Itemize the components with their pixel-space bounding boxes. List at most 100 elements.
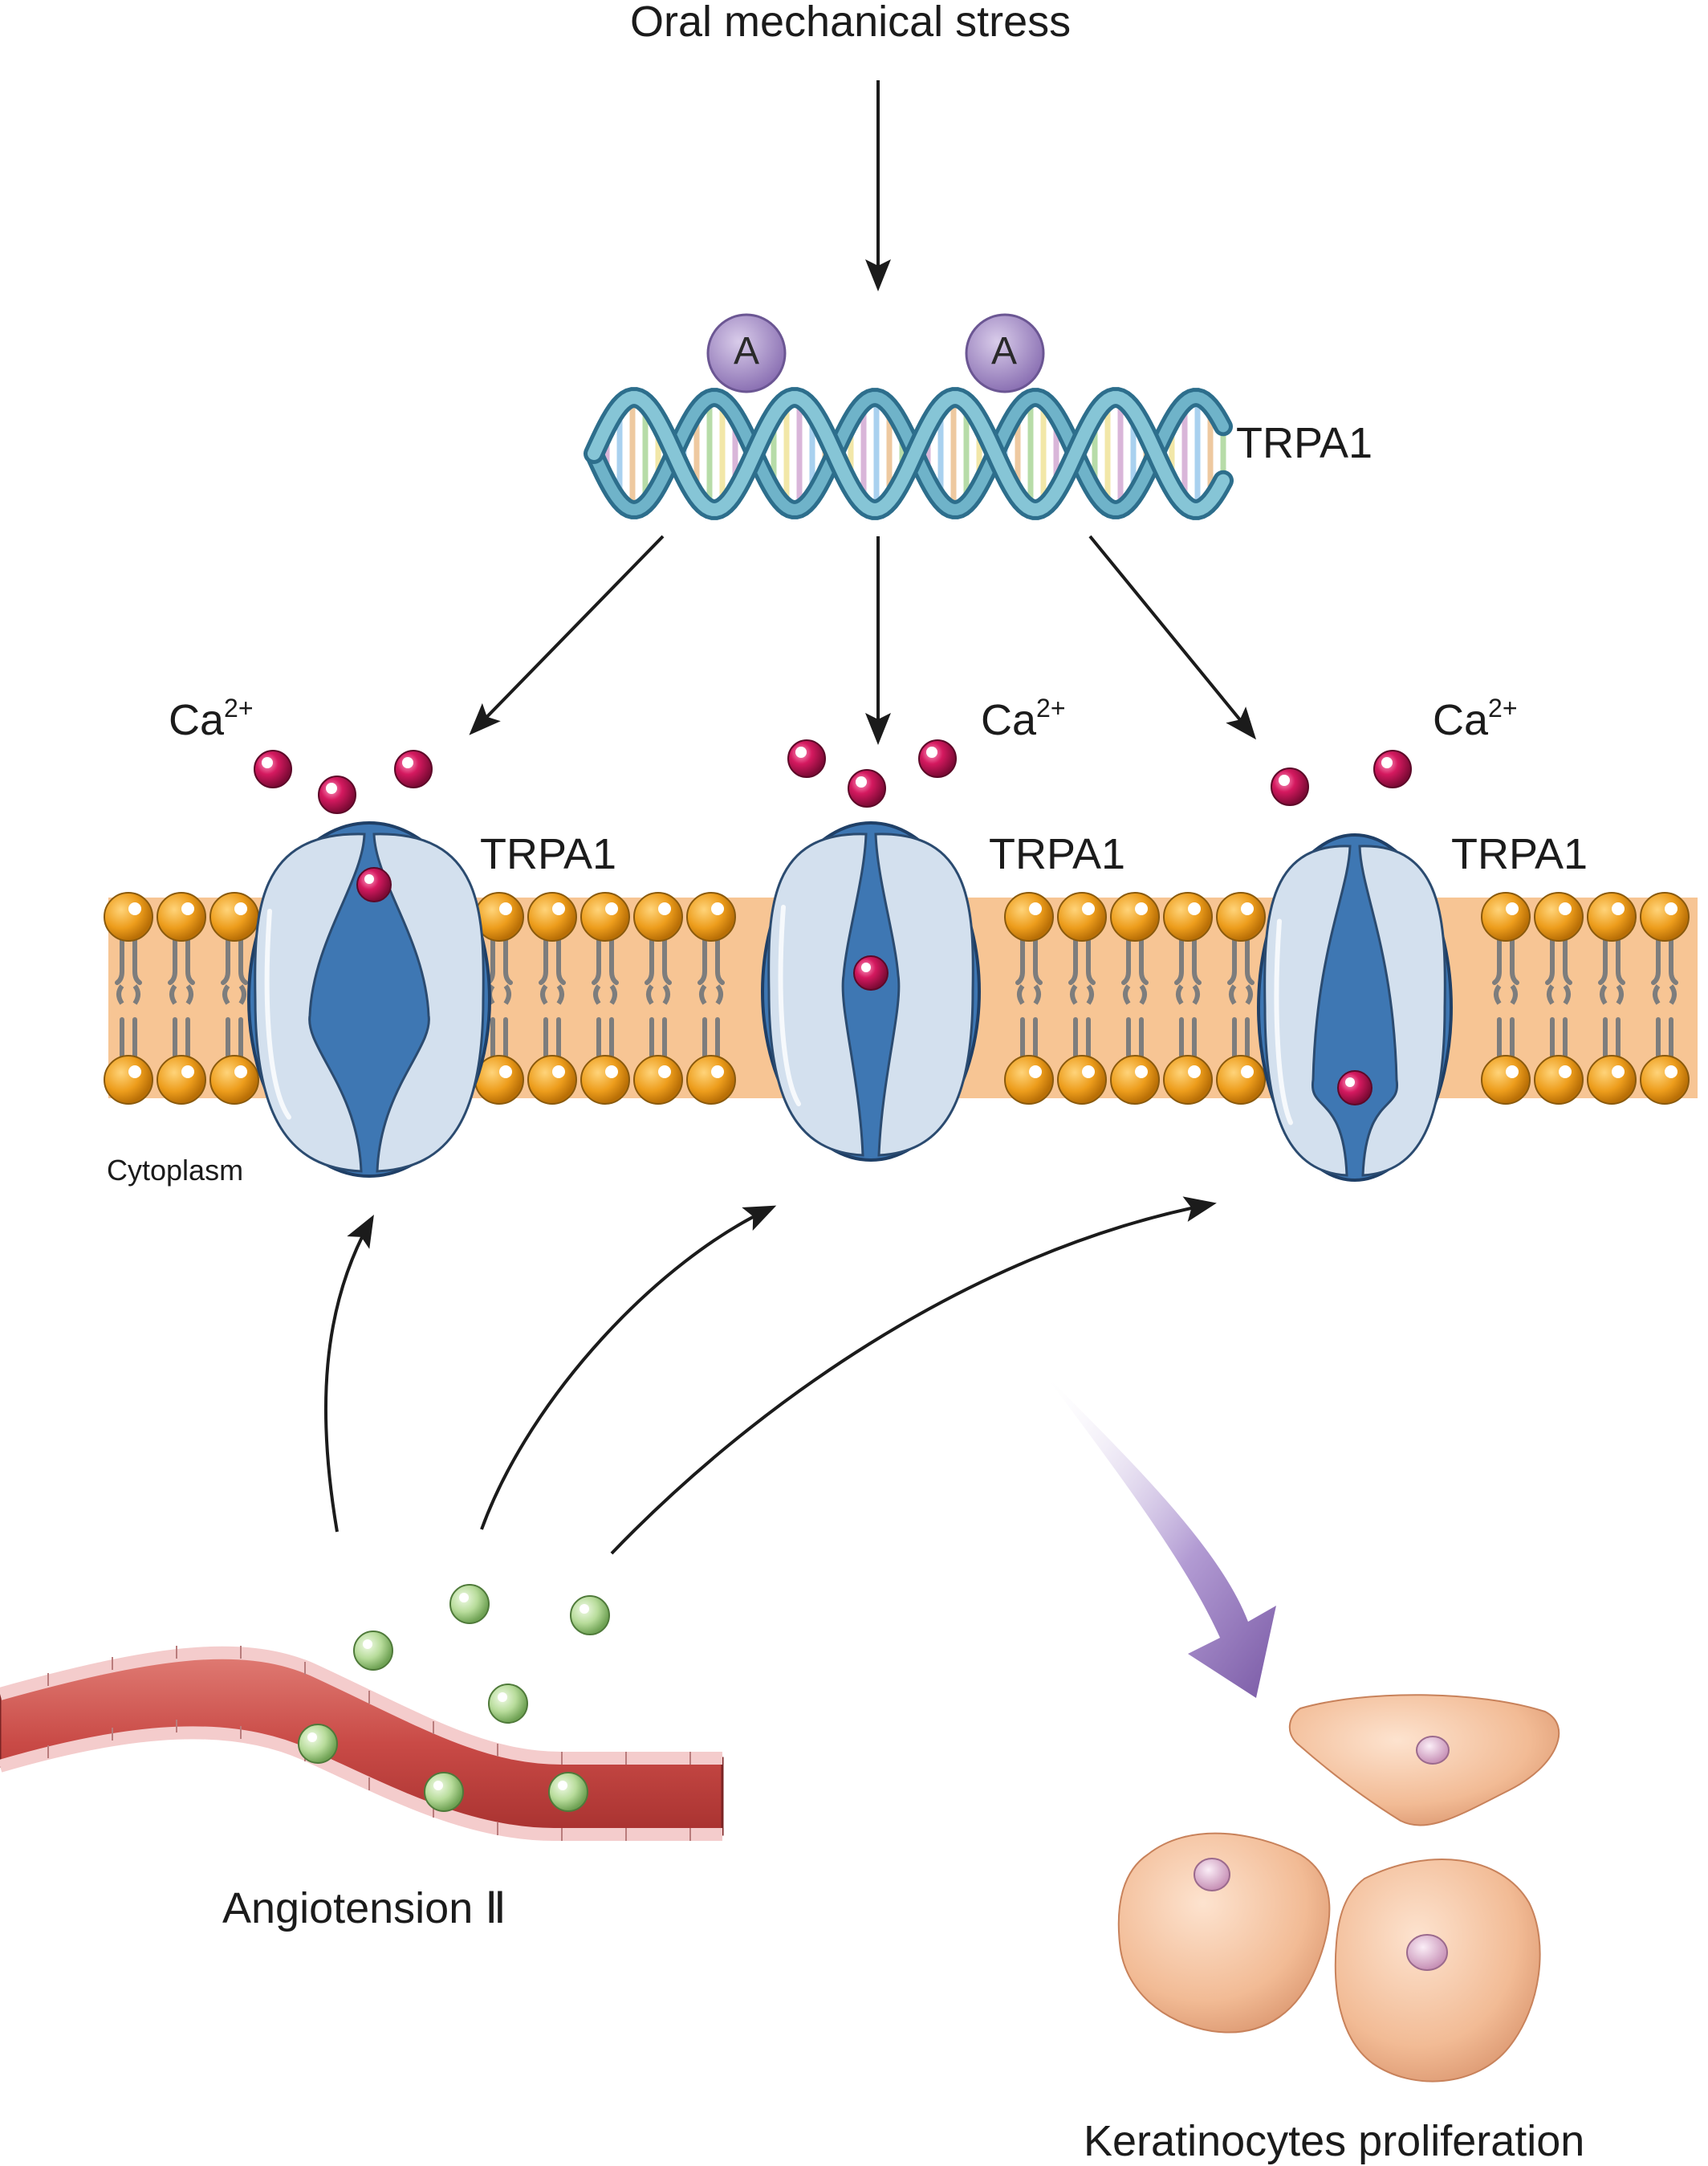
lipid-head-bottom (1216, 1055, 1266, 1105)
trpa1-channel-2-subunit-left (767, 833, 868, 1157)
trpa1-channel-3 (1257, 833, 1453, 1182)
lipid-head-top (1057, 892, 1107, 942)
angiotensin-molecule (449, 1584, 490, 1624)
trpa1-channel-2-calcium-ion-shine (861, 963, 871, 972)
lipid-tail-kink (1070, 984, 1094, 1005)
lipid-head-highlight (499, 902, 512, 915)
lipid-head-highlight (1665, 1065, 1678, 1078)
blood-vessel (0, 1646, 724, 1841)
lipid-tail-kink (1494, 984, 1518, 1005)
calcium-ion-shine (402, 757, 413, 768)
angiotensin-molecule-shine (459, 1593, 469, 1602)
lipid-tail (1492, 929, 1519, 1064)
trpa1-channel-2 (761, 821, 981, 1162)
trpa1-channel-1-subunit-left (254, 833, 366, 1173)
lipid-head-highlight (234, 1065, 247, 1078)
angiotensin-molecule-shine (498, 1692, 507, 1702)
lipid-head-highlight (181, 1065, 194, 1078)
lipid-head-highlight (1029, 902, 1042, 915)
calcium-ion (787, 739, 826, 778)
lipid-head-highlight (658, 1065, 671, 1078)
lipid-head-highlight (499, 1065, 512, 1078)
lipid-head-top (527, 892, 577, 942)
lipid-tails (1492, 929, 1519, 1064)
lipid-tails (592, 929, 619, 1064)
lipid-tails (1545, 929, 1572, 1064)
calcium-label-3: Ca2+ (1433, 694, 1518, 744)
lipid-head-bottom (1057, 1055, 1107, 1105)
lipid-tail (221, 929, 248, 1064)
trpa1-gene-helix (584, 313, 1234, 520)
lipid-tails (168, 929, 195, 1064)
calcium-ion (318, 776, 356, 814)
lipid-tails (1121, 929, 1149, 1064)
calcium-ion (394, 750, 433, 788)
lipid-tail (115, 929, 142, 1064)
trpa1-channel-1-calcium-ion (356, 867, 392, 902)
lipid-tail-kink (222, 984, 246, 1005)
channel-label-1: TRPA1 (480, 830, 617, 878)
calcium-ion-shine (326, 783, 337, 794)
calcium-ion (1271, 767, 1309, 806)
purple-outcome-arrow (1043, 1373, 1276, 1698)
keratinocyte-nucleus (1194, 1858, 1230, 1891)
lipid-head-highlight (552, 902, 565, 915)
lipid-tail-kink (1653, 984, 1677, 1005)
lipid-head-bottom (104, 1055, 153, 1105)
lipid-head-top (104, 892, 153, 942)
lipid-tails (1651, 929, 1678, 1064)
lipid-tail-kink (1229, 984, 1253, 1005)
lipid-tails (539, 929, 566, 1064)
lipid-tails (645, 929, 672, 1064)
trpa1-channel-2-subunit-right (874, 833, 974, 1157)
lipid-head-highlight (1612, 902, 1625, 915)
angiotensin-molecule-shine (307, 1732, 317, 1742)
calcium-ion-shine (262, 757, 273, 768)
trpa1-channel-1-highlight (264, 909, 291, 1120)
lipid-head-highlight (1082, 902, 1095, 915)
lipid-head-top (1216, 892, 1266, 942)
lipid-head-bottom (1004, 1055, 1054, 1105)
lipid-head-highlight (1241, 1065, 1254, 1078)
lipid-tail (592, 929, 619, 1064)
lipid-head-highlight (1135, 902, 1148, 915)
trpa1-channel-3-calcium-ion (1337, 1070, 1372, 1105)
lipid-head-top (1004, 892, 1054, 942)
lipid-tail (645, 929, 672, 1064)
calcium-charge-3: 2+ (1488, 694, 1518, 723)
angiotensin-molecule (298, 1724, 338, 1764)
stimulus-label: Oral mechanical stress (630, 0, 1072, 46)
calcium-ion-shine (1279, 775, 1290, 786)
angiotensin-molecule (570, 1595, 610, 1635)
keratinocyte-2 (1117, 1832, 1331, 2034)
lipid-tail (1651, 929, 1678, 1064)
lipid-head-highlight (1135, 1065, 1148, 1078)
lipid-tail (1121, 929, 1149, 1064)
lipid-tails (697, 929, 725, 1064)
cytoplasm-label: Cytoplasm (107, 1154, 244, 1187)
lipid-head-top (633, 892, 683, 942)
lipid-head-highlight (128, 902, 141, 915)
lipid-tail-kink (169, 984, 193, 1005)
vessel-wall-top (0, 1646, 722, 1765)
lipid-head-highlight (1188, 902, 1201, 915)
keratinocyte-nucleus (1416, 1736, 1450, 1765)
lipid-head-highlight (1082, 1065, 1095, 1078)
lipid-head-highlight (1559, 1065, 1572, 1078)
lipid-head-bottom (686, 1055, 736, 1105)
lipid-head-top (1587, 892, 1637, 942)
lipid-tail (1598, 929, 1625, 1064)
lipid-head-highlight (181, 902, 194, 915)
lipid-head-highlight (1506, 1065, 1519, 1078)
arrow-ligand-to-channel-1 (323, 1215, 374, 1533)
lipid-tail-kink (540, 984, 564, 1005)
arrow-ligand-to-channel-3 (610, 1196, 1217, 1555)
lipid-tail-kink (116, 984, 140, 1005)
lipid-tails (1174, 929, 1202, 1064)
lipid-tail (1545, 929, 1572, 1064)
m6a-methylation-mark (706, 313, 787, 393)
angiotensin-molecule (548, 1772, 588, 1812)
lipid-head-highlight (1559, 902, 1572, 915)
lipid-head-bottom (209, 1055, 259, 1105)
